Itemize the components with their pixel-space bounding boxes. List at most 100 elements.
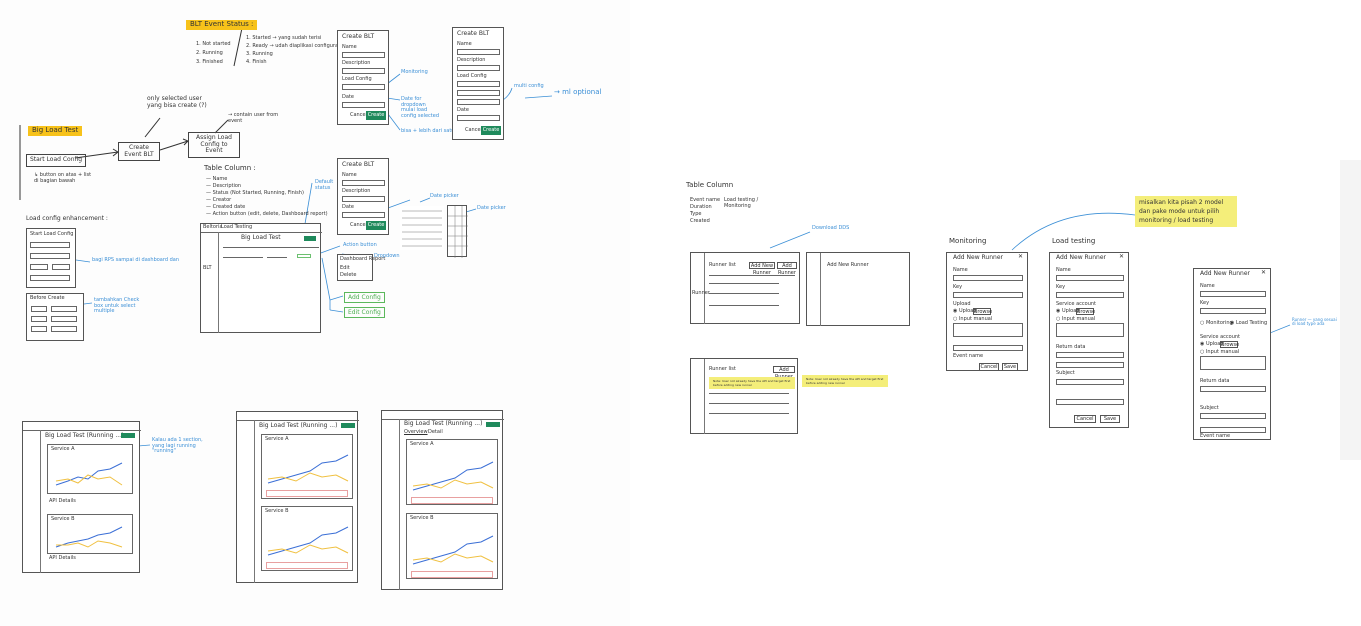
status-list-right: 1. Started → yang sudah terisi 2. Ready … [246,34,342,66]
create-button[interactable] [304,236,316,241]
date-field[interactable] [457,115,500,121]
cancel-button[interactable]: Cancel [979,363,999,371]
key-field[interactable] [1056,292,1124,298]
description-field[interactable] [457,65,500,71]
add-runner-button[interactable]: Add New Runner [749,262,775,276]
annotation-runner: Runner — yang sesuai di load type ada [1292,317,1337,327]
sidebar-item-runner[interactable]: Runner [692,290,710,296]
load-config-frame: Start Load Config [26,228,76,288]
cancel-button[interactable]: Cancel [350,112,367,118]
sidebar [237,420,255,583]
divider [23,430,141,431]
create-blt-form-3: Create BLT Name Description Date Cancel … [337,158,389,235]
big-load-test-label: Big Load Test [28,126,83,136]
load-config-select[interactable] [457,90,500,96]
browse-button[interactable]: Browse [973,308,993,315]
radio-input-manual[interactable]: ○ Input manual [1200,349,1240,355]
date-field[interactable] [342,212,385,218]
radio-upload[interactable]: ◉ Upload [1200,341,1224,347]
sidebar-item-blt[interactable]: BLT [203,265,212,271]
manual-textarea[interactable] [1200,356,1266,370]
tab-overview[interactable]: Overview [404,429,428,435]
service-label: Service A [410,441,434,447]
name-field[interactable] [1200,291,1266,297]
cancel-button[interactable]: Cancel [350,222,367,228]
date-picker-calendar-2[interactable] [447,205,468,258]
radio-upload[interactable]: ◉ Upload [1056,308,1080,314]
label-description: Description [457,57,486,63]
close-icon[interactable]: ✕ [1018,253,1024,260]
menu-item-delete[interactable]: Delete [340,272,357,278]
create-button[interactable]: Create [481,126,501,135]
load-config-select[interactable] [457,81,500,87]
menu-item-dashboard[interactable]: Dashboard Report [340,256,386,262]
radio-input-manual[interactable]: ○ Input manual [1056,316,1096,322]
save-button[interactable]: Save [1002,363,1018,371]
annotation-date-picker-2: Date picker [477,205,506,211]
radio-upload[interactable]: ◉ Upload [953,308,977,314]
browse-button[interactable]: Browse [1076,308,1096,315]
add-config-button[interactable]: Add Config [344,292,385,303]
subject-field[interactable] [1056,379,1124,385]
description-field[interactable] [342,196,385,202]
manual-textarea[interactable] [1056,323,1124,337]
load-config-select[interactable] [457,99,500,105]
label-service-account: Service account [1056,301,1096,307]
label-load-config: Load Config [342,76,372,82]
menu-item-edit[interactable]: Edit [340,265,350,271]
assign-note: → contain user from event [228,112,279,124]
service-b-panel: Service B [47,514,133,554]
action-button[interactable] [486,422,500,427]
service-a-chart [412,461,494,491]
label-name: Name [1056,267,1071,273]
table-column-item: — Creator [206,197,232,203]
action-button[interactable] [341,423,355,428]
close-icon[interactable]: ✕ [1261,269,1267,276]
add-runner-button[interactable]: Add Runner [777,262,797,276]
key-field[interactable] [953,292,1023,298]
browse-button[interactable]: Browse [1220,341,1240,348]
form-title: Create BLT [342,33,375,40]
label-subject: Subject [1200,405,1219,411]
extra-field[interactable] [953,345,1023,351]
save-button[interactable]: Save [1100,415,1120,423]
return-data-field[interactable] [1056,352,1124,358]
close-icon[interactable]: ✕ [1119,253,1125,260]
error-box [411,571,493,578]
key-field[interactable] [1200,308,1266,314]
radio-monitoring[interactable]: ○ Monitoring [1200,320,1233,326]
create-button[interactable]: Create [366,111,386,120]
cancel-button[interactable]: Cancel [465,127,482,133]
create-button[interactable]: Create [366,221,386,230]
manual-textarea[interactable] [953,323,1023,337]
start-note: ↳ button on atas + list di bagian bawah [34,172,92,184]
extra-field[interactable] [1200,427,1266,433]
load-config-select[interactable] [342,84,385,90]
cancel-button[interactable]: Cancel [1074,415,1096,423]
extra-field[interactable] [1056,399,1124,405]
action-button[interactable] [121,433,135,438]
date-picker-calendar[interactable] [400,206,444,250]
name-field[interactable] [953,275,1023,281]
radio-load-testing[interactable]: ◉ Load Testing [1230,320,1268,326]
return-data-field[interactable] [1200,386,1266,392]
service-b-chart [412,535,494,565]
add-runner-button[interactable]: Add Runner [773,366,795,380]
description-field[interactable] [342,68,385,74]
annotation-optional: → ml optional [554,88,602,96]
radio-input-manual[interactable]: ○ Input manual [953,316,993,322]
nav-tab[interactable]: Load Testing [221,224,253,230]
label-service-account: Service account [1200,334,1240,340]
edit-config-button[interactable]: Edit Config [344,307,385,318]
name-field[interactable] [342,52,385,58]
subject-field[interactable] [1200,413,1266,419]
runner-list-wireframe-1: Runner Runner list Add New Runner Add Ru… [690,252,800,324]
radio-label: Input manual [958,316,993,322]
return-data-field[interactable] [1056,362,1124,368]
service-label: Service A [265,436,289,442]
name-field[interactable] [457,49,500,55]
date-field[interactable] [342,102,385,108]
name-field[interactable] [1056,275,1124,281]
tab-detail[interactable]: Detail [428,429,443,435]
name-field[interactable] [342,180,385,186]
